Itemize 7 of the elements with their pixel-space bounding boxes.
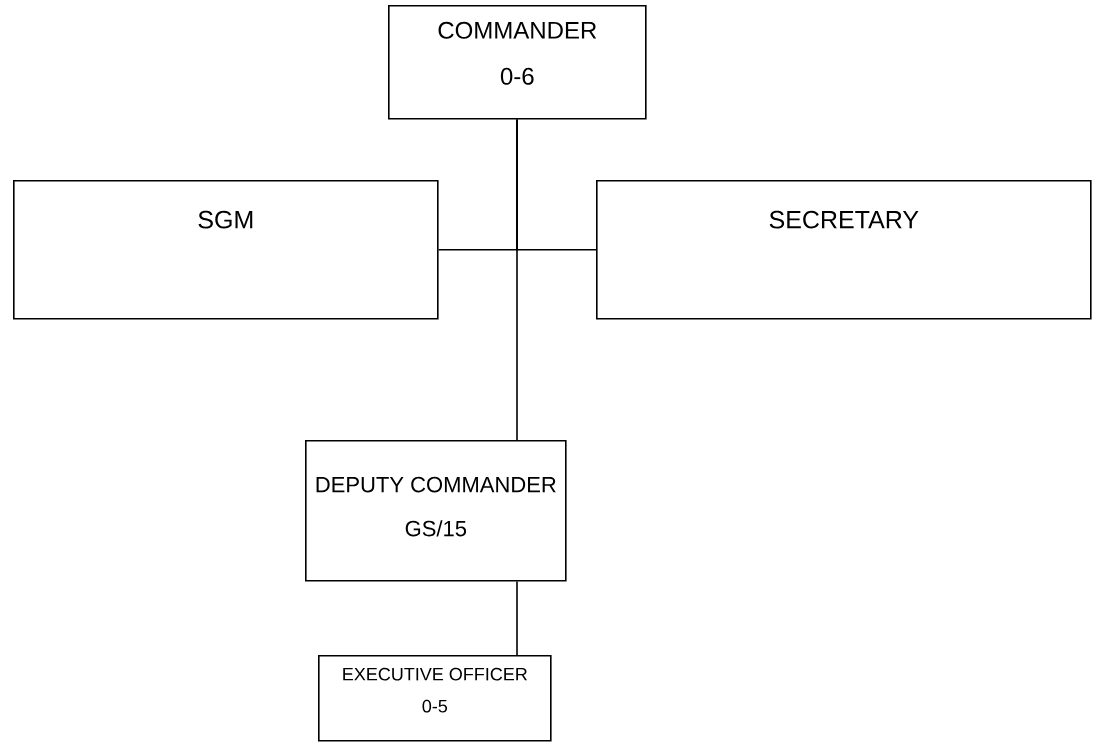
org-box: SECRETARY bbox=[596, 180, 1092, 320]
org-box: EXECUTIVE OFFICER 0-5 bbox=[318, 655, 552, 742]
org-box: DEPUTY COMMANDER GS/15 bbox=[305, 440, 567, 582]
org-box: COMMANDER 0-6 bbox=[388, 5, 647, 120]
org-box: SGM bbox=[13, 180, 439, 320]
connector-line bbox=[516, 580, 518, 656]
connector-line bbox=[516, 118, 518, 441]
